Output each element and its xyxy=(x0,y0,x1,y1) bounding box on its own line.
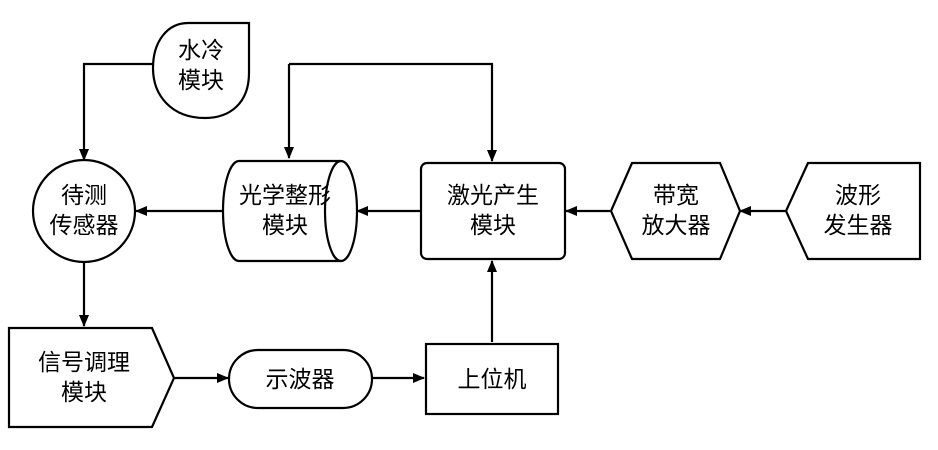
broadband-amplifier-shape xyxy=(609,161,742,261)
laser-generation-shape xyxy=(419,161,567,261)
node-broadband-amplifier: 带宽 放大器 xyxy=(609,161,742,261)
oscilloscope-shape xyxy=(227,348,374,410)
host-computer-shape xyxy=(424,342,560,416)
node-beam-shaping: 光学整形 模块 xyxy=(221,159,359,263)
sensor-label-line1: 待测 xyxy=(61,183,107,209)
beam-shaping-label-line2: 模块 xyxy=(262,213,308,239)
node-water-cooling: 水冷 模块 xyxy=(151,21,251,120)
node-waveform-generator: 波形 发生器 xyxy=(784,161,922,261)
beam-shaping-end xyxy=(323,159,342,263)
node-host-computer: 上位机 xyxy=(424,342,560,416)
signal-conditioning-label-line2: 模块 xyxy=(61,380,107,406)
signal-conditioning-shape xyxy=(7,326,176,429)
waveform-generator-label-line1: 波形 xyxy=(835,183,881,209)
host-computer-label: 上位机 xyxy=(458,367,527,393)
beam-shaping-body xyxy=(221,159,359,263)
oscilloscope-label: 示波器 xyxy=(266,367,335,393)
laser-generation-label-line1: 激光产生 xyxy=(447,183,539,209)
sensor-shape xyxy=(31,158,137,264)
arrow-cooling-to-laser xyxy=(289,62,497,162)
node-laser-generation: 激光产生 模块 xyxy=(419,161,567,261)
signal-conditioning-label-line1: 信号调理 xyxy=(38,350,130,376)
broadband-amplifier-label-line2: 放大器 xyxy=(642,213,711,239)
laser-generation-label-line2: 模块 xyxy=(470,213,516,239)
node-signal-conditioning: 信号调理 模块 xyxy=(7,326,176,429)
water-cooling-label-line1: 水冷 xyxy=(178,38,224,64)
beam-shaping-label-line1: 光学整形 xyxy=(239,183,331,209)
waveform-generator-shape xyxy=(784,161,922,261)
water-cooling-label-line2: 模块 xyxy=(178,68,224,94)
arrow-cooling-to-sensor xyxy=(79,62,153,161)
sensor-label-line2: 传感器 xyxy=(50,213,119,239)
water-cooling-shape xyxy=(151,21,251,120)
connectors xyxy=(79,62,785,383)
broadband-amplifier-label-line1: 带宽 xyxy=(653,183,699,209)
node-oscilloscope: 示波器 xyxy=(227,348,374,410)
node-sensor: 待测 传感器 xyxy=(31,158,137,264)
waveform-generator-label-line2: 发生器 xyxy=(824,213,893,239)
